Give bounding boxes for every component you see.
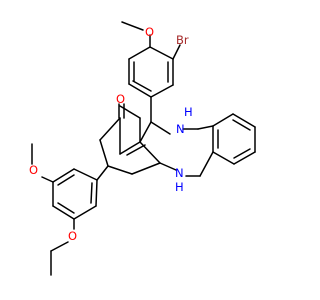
molecule-structure: Br O O H N N H O O xyxy=(29,21,256,276)
bond-to-bromine xyxy=(172,44,181,60)
bond xyxy=(128,46,151,60)
double-bond-inner xyxy=(57,202,75,214)
methoxy-oxygen-label-left: O xyxy=(29,163,38,177)
ketone-oxygen-label: O xyxy=(116,92,125,106)
bond xyxy=(99,117,121,141)
double-bond-inner xyxy=(233,148,251,159)
amine-bottom-n-label: N xyxy=(175,166,184,180)
ethoxy-ch2-bond xyxy=(50,241,69,252)
molecule-canvas: Br O O H N N H O O xyxy=(29,21,256,276)
bond xyxy=(73,205,97,220)
bond xyxy=(233,151,256,165)
bond xyxy=(212,113,234,127)
amine-top-h-label: H xyxy=(184,105,193,119)
bond xyxy=(52,205,75,220)
methoxy-oxygen-label-top: O xyxy=(145,25,154,39)
ethoxy-oxygen-label: O xyxy=(68,229,77,243)
double-bond-inner xyxy=(57,174,75,186)
bromo-methoxyphenyl-ring xyxy=(128,46,174,98)
bond xyxy=(212,151,235,165)
bond xyxy=(149,46,174,60)
bond xyxy=(107,165,133,175)
bond xyxy=(139,141,161,164)
bond xyxy=(139,121,152,143)
bromine-atom-label: Br xyxy=(176,33,189,47)
bond-to-lower-aryl xyxy=(96,165,109,181)
bond xyxy=(150,84,174,98)
bond xyxy=(159,162,177,171)
benzo-ring xyxy=(197,113,256,177)
bond xyxy=(73,168,98,181)
double-bond-inner xyxy=(232,119,251,131)
amine-bottom-h-label: H xyxy=(175,180,184,194)
ethoxy-methoxyphenyl-ring xyxy=(52,168,98,220)
double-bond-inner xyxy=(126,144,146,156)
bond xyxy=(128,83,152,98)
bond xyxy=(150,121,171,135)
amine-top-n-label: N xyxy=(176,122,185,136)
bond xyxy=(119,141,141,155)
methoxy-methyl-bond xyxy=(121,21,144,31)
bond xyxy=(52,168,75,183)
bond xyxy=(131,162,161,175)
bond xyxy=(95,179,98,207)
bond xyxy=(197,125,214,130)
bond xyxy=(99,139,109,167)
double-bond-inner xyxy=(90,182,93,204)
cyclohexenone-ring xyxy=(99,103,161,175)
bond xyxy=(199,151,214,177)
bond-to-methoxy-oxygen-left xyxy=(41,176,54,183)
bond xyxy=(119,105,141,119)
bond xyxy=(232,113,256,128)
double-bond-inner xyxy=(132,80,152,92)
